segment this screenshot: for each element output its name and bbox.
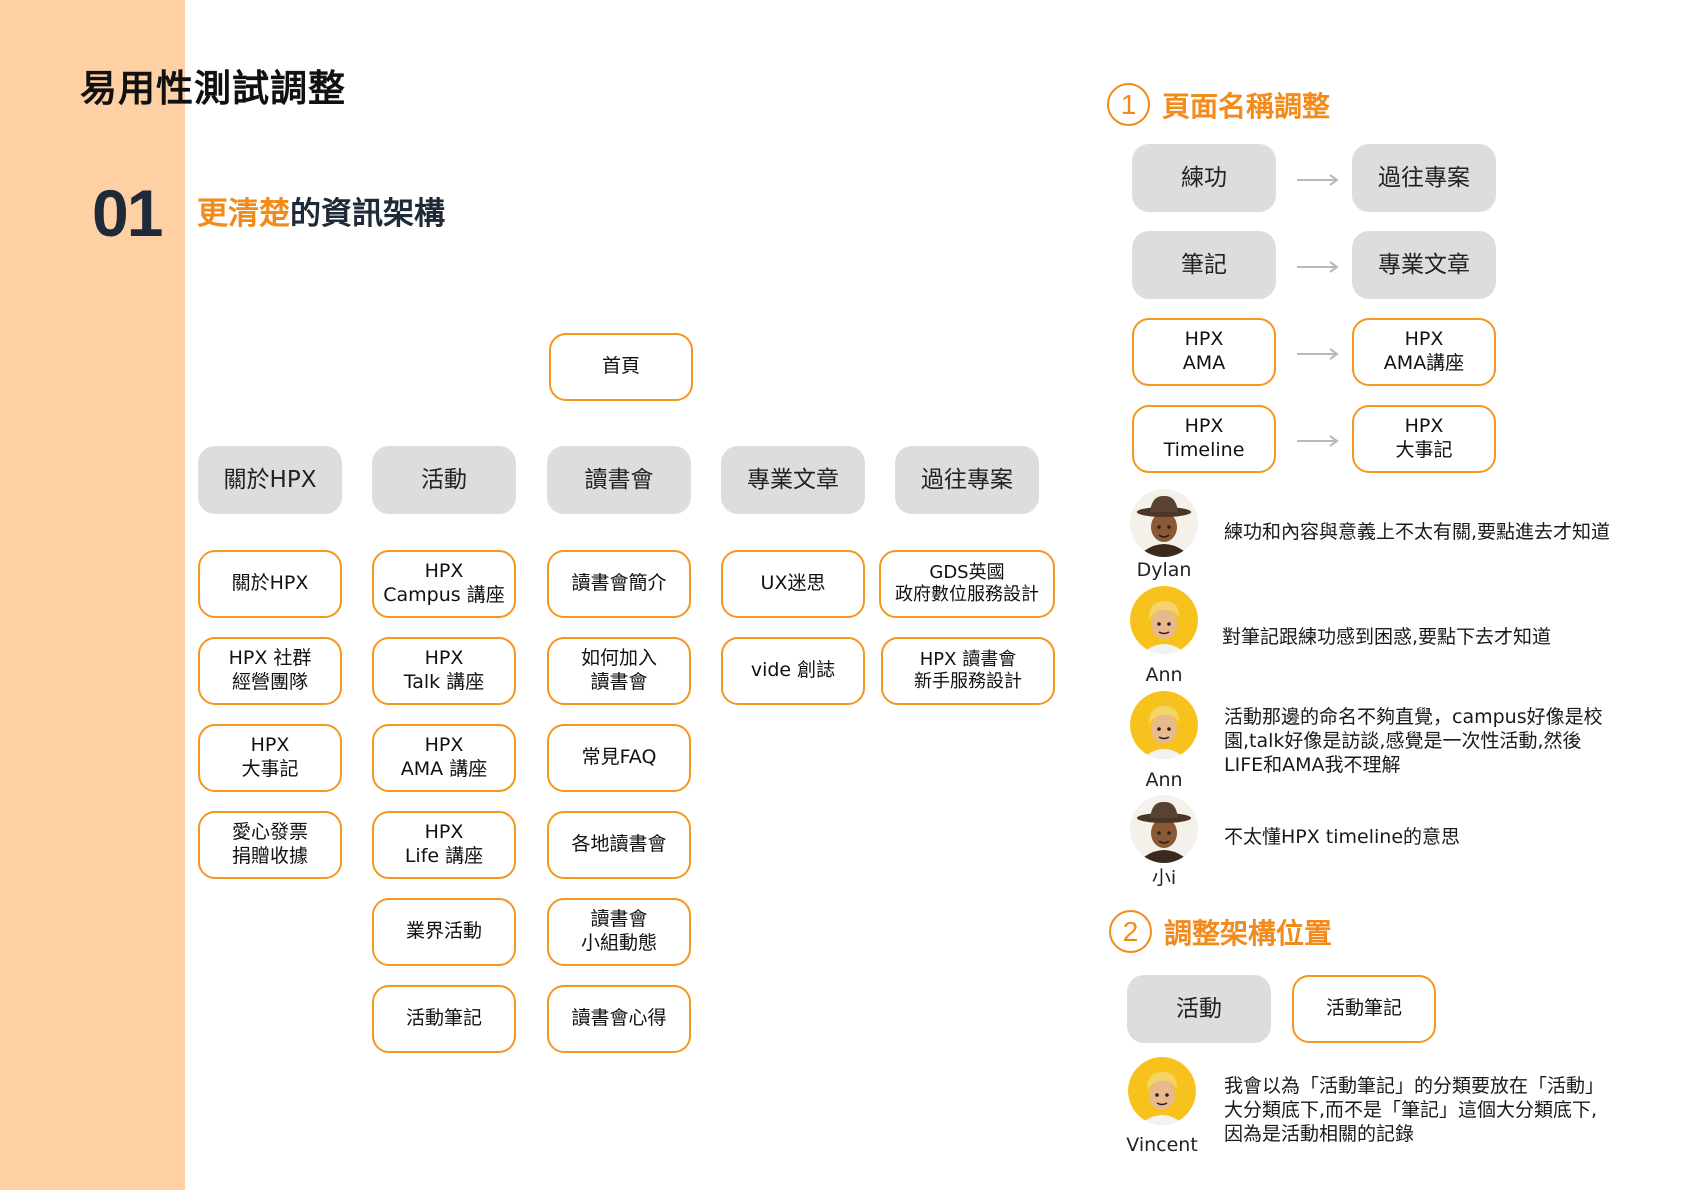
comment-username: Vincent: [1126, 1134, 1198, 1156]
avatar-blonde-icon: [1130, 691, 1198, 759]
tree-child-node[interactable]: HPX 大事記: [198, 724, 342, 792]
comment-username: Ann: [1145, 664, 1183, 686]
comment-text: 對筆記跟練功感到困惑,要點下去才知道: [1222, 626, 1552, 648]
rename-from-node[interactable]: HPX AMA: [1132, 318, 1276, 386]
tree-child-node[interactable]: 讀書會簡介: [547, 550, 691, 618]
rename-from-node[interactable]: HPX Timeline: [1132, 405, 1276, 473]
tree-child-node[interactable]: 讀書會心得: [547, 985, 691, 1053]
section-title: 更清楚的資訊架構: [197, 188, 445, 233]
comment-text: 我會以為「活動筆記」的分類要放在「活動」 大分類底下,而不是「筆記」這個大分類底…: [1224, 1075, 1605, 1146]
section-number: 01: [92, 176, 163, 250]
avatar-hat-icon: [1130, 795, 1198, 863]
tree-child-node[interactable]: 各地讀書會: [547, 811, 691, 879]
comment-text: 活動那邊的命名不夠直覺，campus好像是校 園,talk好像是訪談,感覺是一次…: [1224, 706, 1603, 777]
avatar-hat-icon: [1130, 489, 1198, 557]
comment-username: 小i: [1151, 867, 1177, 889]
tree-root-node[interactable]: 首頁: [549, 333, 693, 401]
restructure-section-title: 調整架構位置: [1164, 916, 1333, 950]
arrow-right-icon: [1297, 348, 1339, 360]
step-number-circle: 2: [1109, 910, 1152, 953]
comment-username: Ann: [1145, 769, 1183, 791]
tree-category-node[interactable]: 關於HPX: [198, 446, 342, 514]
comment-text: 不太懂HPX timeline的意思: [1224, 826, 1461, 848]
rename-section-title: 頁面名稱調整: [1162, 89, 1331, 123]
comment-username: Dylan: [1136, 559, 1192, 581]
page-title: 易用性測試調整: [80, 67, 346, 110]
tree-child-node[interactable]: 常見FAQ: [547, 724, 691, 792]
comment-text: 練功和內容與意義上不太有關,要點進去才知道: [1224, 521, 1611, 543]
tree-child-node[interactable]: HPX Campus 講座: [372, 550, 516, 618]
rename-section-header: 1 頁面名稱調整: [1107, 83, 1330, 126]
side-strip: [0, 0, 185, 1190]
restructure-parent-node[interactable]: 活動: [1127, 975, 1271, 1043]
tree-category-node[interactable]: 過往專案: [895, 446, 1039, 514]
tree-child-node[interactable]: HPX 社群 經營團隊: [198, 637, 342, 705]
tree-child-node[interactable]: HPX AMA 講座: [372, 724, 516, 792]
tree-child-node[interactable]: 如何加入 讀書會: [547, 637, 691, 705]
rename-to-node[interactable]: 專業文章: [1352, 231, 1496, 299]
tree-child-node[interactable]: 愛心發票 捐贈收據: [198, 811, 342, 879]
tree-child-node[interactable]: GDS英國 政府數位服務設計: [879, 550, 1055, 618]
rename-from-node[interactable]: 練功: [1132, 144, 1276, 212]
arrow-right-icon: [1297, 435, 1339, 447]
rename-to-node[interactable]: HPX AMA講座: [1352, 318, 1496, 386]
section-title-highlight: 更清楚: [197, 196, 290, 232]
tree-child-node[interactable]: 讀書會 小組動態: [547, 898, 691, 966]
rename-to-node[interactable]: 過往專案: [1352, 144, 1496, 212]
step-number-circle: 1: [1107, 83, 1150, 126]
restructure-child-node[interactable]: 活動筆記: [1292, 975, 1436, 1043]
restructure-section-header: 2 調整架構位置: [1109, 910, 1332, 953]
tree-child-node[interactable]: UX迷思: [721, 550, 865, 618]
tree-category-node[interactable]: 活動: [372, 446, 516, 514]
avatar-blonde-icon: [1130, 586, 1198, 654]
tree-category-node[interactable]: 讀書會: [547, 446, 691, 514]
rename-from-node[interactable]: 筆記: [1132, 231, 1276, 299]
tree-category-node[interactable]: 專業文章: [721, 446, 865, 514]
tree-child-node[interactable]: HPX Life 講座: [372, 811, 516, 879]
arrow-right-icon: [1297, 174, 1339, 186]
avatar-blonde-icon: [1128, 1057, 1196, 1125]
tree-child-node[interactable]: vide 創誌: [721, 637, 865, 705]
arrow-right-icon: [1297, 261, 1339, 273]
rename-to-node[interactable]: HPX 大事記: [1352, 405, 1496, 473]
tree-child-node[interactable]: 業界活動: [372, 898, 516, 966]
tree-child-node[interactable]: HPX Talk 講座: [372, 637, 516, 705]
tree-child-node[interactable]: 關於HPX: [198, 550, 342, 618]
tree-child-node[interactable]: HPX 讀書會 新手服務設計: [881, 637, 1055, 705]
section-title-rest: 的資訊架構: [290, 196, 445, 232]
tree-child-node[interactable]: 活動筆記: [372, 985, 516, 1053]
